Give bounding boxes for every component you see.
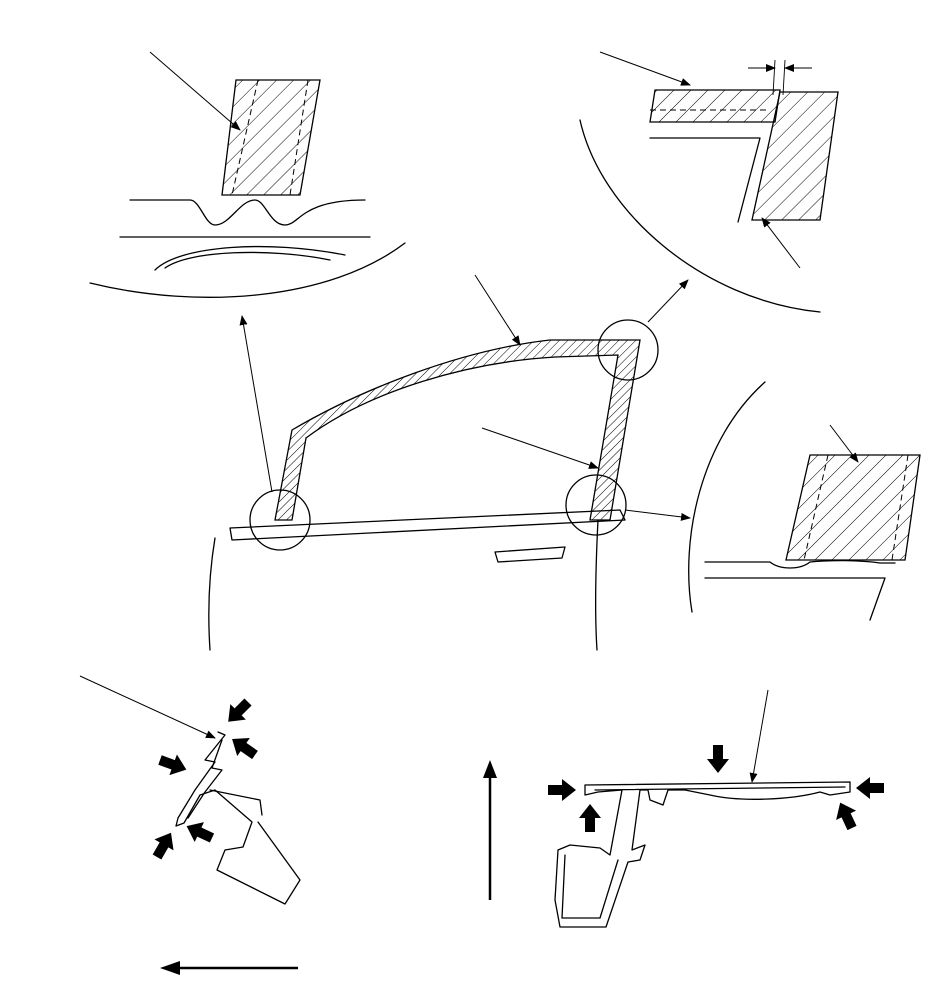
bold-arrow-icon <box>152 698 884 860</box>
detail-view-lower-front <box>89 51 406 298</box>
detail-view-upper-rear <box>579 51 839 313</box>
weatherstrip-profile-left <box>79 675 301 905</box>
detail-view-lower-rear <box>688 381 921 621</box>
door-frame-outline <box>208 274 691 651</box>
direction-arrow-icon <box>160 760 497 975</box>
weatherstrip-profile-right <box>554 689 851 928</box>
